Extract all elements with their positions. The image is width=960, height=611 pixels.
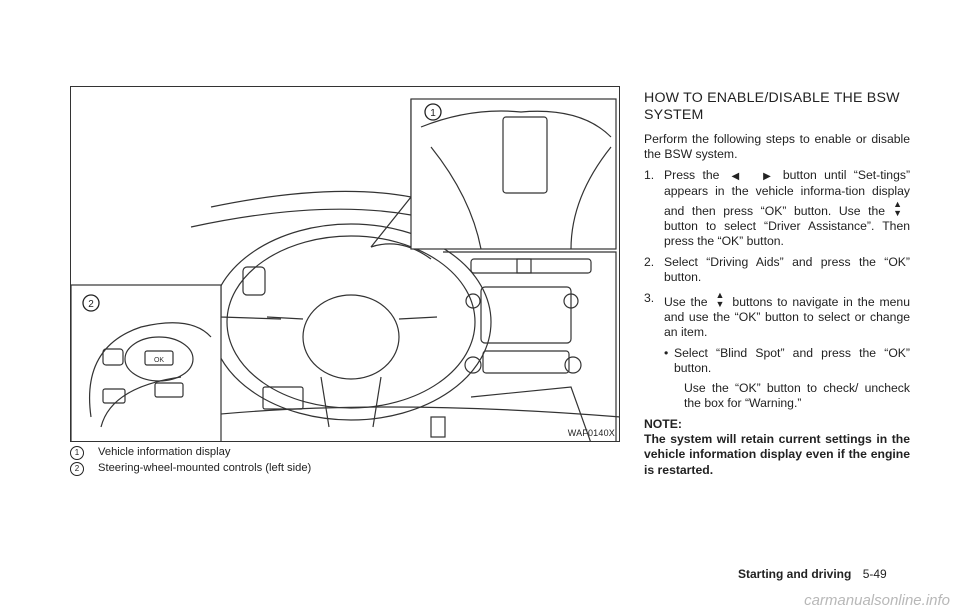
bsw-section: HOW TO ENABLE/DISABLE THE BSW SYSTEM Per… [644, 90, 910, 478]
step-2: 2. Select “Driving Aids” and press the “… [644, 254, 910, 285]
figure-code: WAF0140X [567, 428, 615, 438]
right-arrow-icon: ▶ [763, 170, 771, 182]
watermark: carmanualsonline.info [804, 592, 950, 609]
legend-number: 1 [70, 446, 84, 460]
page-number: 5-49 [862, 567, 887, 581]
bullet-subtext: Use the “OK” button to check/ uncheck th… [684, 380, 910, 411]
ok-button-label: OK [154, 357, 164, 364]
callout-1: 1 [424, 103, 442, 121]
note-body: The system will retain current settings … [644, 431, 910, 477]
step-1: 1. Press the◀▶button until “Set-tings” a… [644, 167, 911, 249]
legend-text: Vehicle information display [98, 446, 231, 458]
section-heading: HOW TO ENABLE/DISABLE THE BSW SYSTEM [644, 90, 900, 123]
footer-section: Starting and driving [738, 567, 852, 581]
legend-item-1: 1 Vehicle information display [70, 446, 350, 460]
dashboard-drawing: OK 1 2 [71, 98, 619, 441]
note-title: NOTE: [644, 416, 682, 431]
legend-text: Steering-wheel-mounted controls (left si… [98, 462, 312, 474]
up-down-arrow-icon: ▲▼ [893, 198, 902, 218]
page-footer: Starting and driving 5-49 [738, 567, 887, 581]
callout-2: 2 [82, 294, 100, 312]
up-down-arrow-icon: ▲▼ [715, 289, 725, 309]
bullet-icon: • [664, 345, 669, 360]
bullet-item: • Select “Blind Spot” and press the “OK”… [664, 345, 910, 376]
left-arrow-icon: ◀ [731, 170, 740, 182]
dashboard-illustration: OK 1 2 WAF0140X [70, 86, 620, 442]
svg-text:2: 2 [88, 299, 94, 310]
figure-legend: 1 Vehicle information display 2 Steering… [70, 446, 350, 478]
svg-text:1: 1 [430, 108, 436, 119]
step-3: 3. Use the▲▼buttons to navigate in the m… [644, 289, 910, 340]
legend-item-2: 2 Steering-wheel-mounted controls (left … [70, 462, 350, 476]
intro-text: Perform the following steps to enable or… [644, 132, 910, 162]
legend-number: 2 [70, 462, 84, 476]
